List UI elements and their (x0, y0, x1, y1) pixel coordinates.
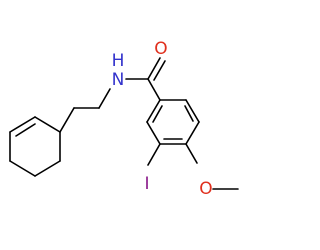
cyclohexene-ring (9, 116, 61, 177)
carbonyl-oxygen-label: O (154, 39, 167, 59)
bond (59, 107, 75, 133)
bond (9, 160, 36, 177)
bond (185, 143, 198, 164)
bond (34, 160, 61, 177)
carbonyl-double-bond (153, 60, 166, 81)
bond (147, 57, 161, 80)
aromatic-inner-bond (152, 105, 163, 123)
double-bond-inner (15, 123, 36, 137)
amide-group (125, 57, 166, 101)
bond (185, 121, 200, 145)
nitrogen-atom-label: N (112, 70, 125, 90)
benzene-ring (146, 99, 200, 145)
bond (185, 99, 200, 123)
bond (147, 78, 161, 101)
bond (98, 88, 111, 109)
bond (34, 116, 61, 133)
bond (9, 116, 36, 133)
methoxy-group (185, 143, 239, 190)
methoxy-oxygen-label: O (199, 179, 212, 199)
molecule-structure: N H O I O (9, 39, 239, 199)
iodine-atom-label: I (144, 174, 149, 194)
bond (147, 143, 161, 166)
bond (146, 121, 161, 145)
aromatic-inner-bond (184, 105, 194, 122)
bond (146, 99, 161, 123)
ethyl-linker (59, 88, 111, 133)
nh-hydrogen-label: H (112, 51, 125, 71)
